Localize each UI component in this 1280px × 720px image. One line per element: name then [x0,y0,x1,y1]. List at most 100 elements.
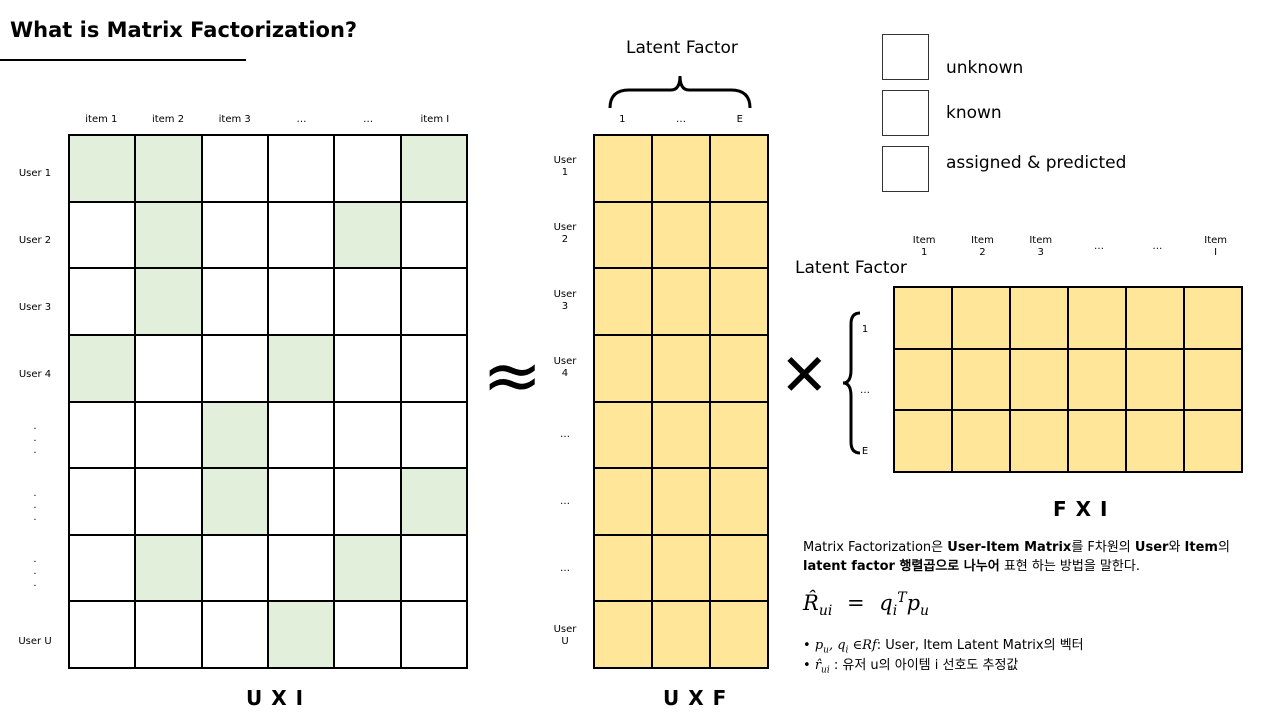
uf-matrix-grid [593,134,769,669]
uf-column-header: … [676,114,687,125]
ui-column-header: item 3 [218,114,251,125]
ui-cell [334,534,401,602]
ui-column-header: item I [420,114,450,125]
fi-cell [894,287,952,349]
bullet-1-math-rf: ∈Rf [848,638,877,653]
uf-row-label: … [560,562,570,574]
ui-cell [201,135,268,202]
fi-cell [1068,410,1126,472]
fi-cell [952,287,1010,349]
ui-cell [135,135,202,202]
ui-cell [69,201,136,269]
ui-cell [334,401,401,469]
ui-cell [268,534,335,602]
formula-equals: = [847,591,865,615]
ui-cell [135,201,202,269]
ui-cell [69,401,136,469]
ui-column-header: … [296,114,307,125]
desc-bold-2: User [1134,540,1169,555]
bullet-1-math-q-sub: i [845,645,849,656]
ui-cell [268,135,335,202]
uf-cell [652,135,710,202]
ui-cell [69,534,136,602]
times-symbol: ✕ [780,341,829,409]
desc-bold-3: Item [1184,540,1218,555]
ui-row-label: · · · [33,423,37,459]
ui-row-label: User 2 [18,234,52,246]
ui-cell [201,601,268,668]
uf-column-header: E [736,114,743,125]
ui-cell [201,401,268,469]
ui-cell [400,534,467,602]
ui-cell [334,268,401,335]
uf-cell [710,201,768,269]
fi-cell [1010,410,1068,472]
uf-cell [594,201,652,269]
desc-text-3: 와 [1168,540,1185,555]
formula-r-hat: R̂ [803,591,819,615]
fi-cell [1126,410,1184,472]
ui-cell [400,201,467,269]
ui-cell [268,201,335,269]
ui-cell [334,201,401,269]
ui-cell [69,334,136,402]
ui-cell [201,268,268,335]
uf-column-header: 1 [619,114,626,125]
uf-cell [710,268,768,335]
ui-cell [268,468,335,535]
bullet-1-text: : User, Item Latent Matrix의 벡터 [876,638,1084,653]
ui-cell [268,601,335,668]
uf-row-label: User 4 [553,356,577,380]
uf-row-label: User 2 [553,222,577,246]
fi-cell [1010,287,1068,349]
uf-cell [594,401,652,469]
ui-row-label: · · · [33,557,37,593]
fi-cell [1010,348,1068,411]
uf-latent-factor-label: Latent Factor [626,38,738,58]
fi-column-header: Item 3 [1029,235,1053,258]
ui-row-label: User U [18,636,52,648]
formula-p: p [906,591,921,615]
bullet-1-math-q: , q [828,638,846,653]
fi-cell [1184,348,1242,411]
uf-cell [594,468,652,535]
formula-q-sub: i [892,603,898,620]
ui-cell [268,268,335,335]
ui-matrix-grid [68,134,468,669]
fi-cell [952,410,1010,472]
ui-cell [135,268,202,335]
ui-cell [400,468,467,535]
bullet-2: • r̂ui : 유저 u의 아이템 i 선호도 추정값 [803,654,1018,676]
ui-cell [334,135,401,202]
fi-column-header: … [1152,241,1163,252]
fi-row-label: 1 [861,324,869,335]
fi-cell [1068,348,1126,411]
ui-cell [334,468,401,535]
fi-caption: F X I [1053,497,1109,521]
uf-cell [710,135,768,202]
uf-row-label: … [560,495,570,507]
uf-cell [594,334,652,402]
formula-r-sub: ui [818,603,833,620]
uf-cell [710,601,768,668]
formula: R̂ui = qiTpu [803,590,929,619]
legend-swatch-unknown [882,34,929,80]
fi-cell [1126,348,1184,411]
fi-matrix-grid [893,286,1243,473]
fi-column-header: Item 1 [912,235,936,258]
legend-swatch-assigned [882,146,929,192]
ui-cell [400,334,467,402]
ui-cell [400,401,467,469]
uf-cell [594,534,652,602]
uf-cell [710,534,768,602]
fi-cell [1184,410,1242,472]
uf-row-label: User U [553,623,577,647]
ui-cell [268,334,335,402]
ui-row-label: User 4 [18,368,52,380]
uf-row-label: User 1 [553,155,577,179]
description: Matrix Factorization은 User-Item Matrix를 … [803,538,1263,576]
uf-row-label: … [560,429,570,441]
bullet-1-dot: • [803,638,815,653]
bullet-2-text: : 유저 u의 아이템 i 선호도 추정값 [829,658,1019,673]
ui-cell [268,401,335,469]
